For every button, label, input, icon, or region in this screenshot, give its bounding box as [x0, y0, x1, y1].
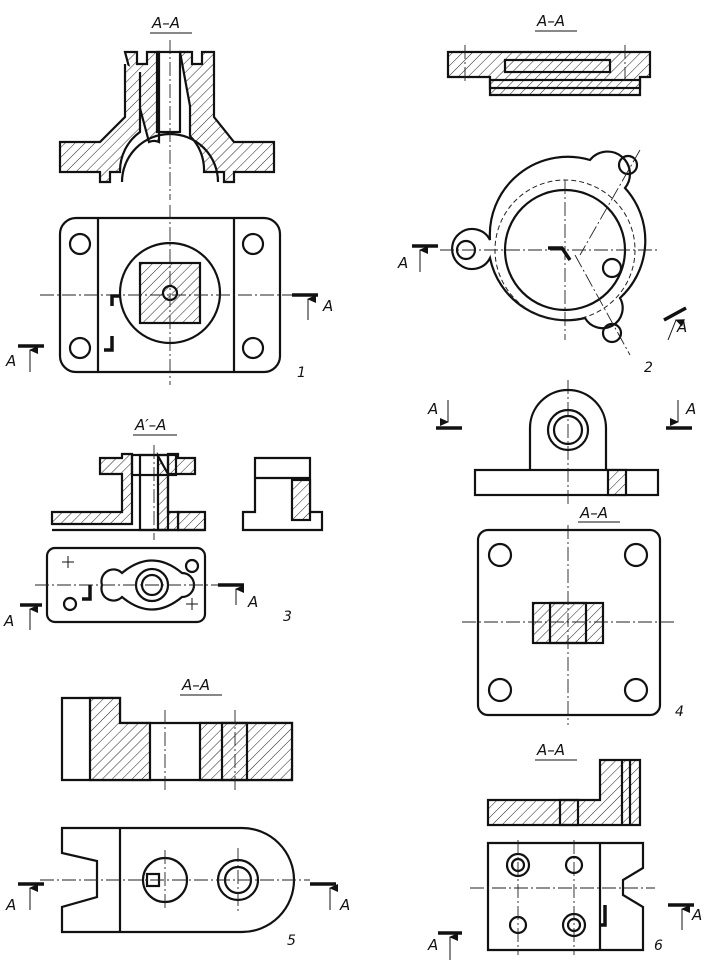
part-number-3: 3	[283, 609, 292, 625]
part-number-1: 1	[297, 365, 306, 381]
plan-view-1: A A 1	[5, 205, 333, 385]
cut-label-3b: A	[247, 593, 258, 611]
cut-label-6a: A	[427, 936, 438, 954]
cut-label-3a: A	[3, 612, 14, 630]
cut-label-2a: A	[397, 254, 408, 272]
section-view-5	[60, 696, 294, 790]
part-5: A–A A A 5	[5, 676, 350, 949]
part-3: A′–A A A 3	[3, 416, 324, 630]
section-title-6: A–A	[536, 741, 565, 759]
section-view-3	[50, 445, 324, 540]
plan-view-4: 4	[462, 525, 684, 725]
cut-label-1b: A	[322, 297, 333, 315]
section-title-4: A–A	[579, 504, 608, 522]
cut-label-4a: A	[427, 400, 438, 418]
cut-label-2b: A	[676, 318, 687, 336]
plan-view-5: A A 5	[5, 826, 350, 949]
section-view-6	[486, 758, 642, 827]
section-view-1	[58, 40, 276, 200]
front-view-4: A A	[427, 380, 696, 505]
part-4: A A A–A 4	[427, 380, 696, 725]
cut-label-5a: A	[5, 896, 16, 914]
part-number-4: 4	[675, 704, 684, 720]
plan-view-2: A A 2	[397, 149, 687, 376]
section-title-5: A–A	[181, 676, 210, 694]
part-number-2: 2	[644, 360, 653, 376]
section-title-3: A′–A	[134, 416, 166, 434]
cut-label-4b: A	[685, 400, 696, 418]
plan-view-6: A A 6	[427, 840, 702, 960]
cut-label-5b: A	[339, 896, 350, 914]
cut-label-6b: A	[691, 906, 702, 924]
part-number-6: 6	[654, 938, 663, 954]
part-2: A–A A A 2	[397, 12, 687, 376]
part-number-5: 5	[287, 933, 296, 949]
part-6: A–A A A 6	[427, 741, 702, 960]
section-title-1: A–A	[151, 14, 180, 32]
section-title-2: A–A	[536, 12, 565, 30]
section-view-2	[446, 45, 652, 97]
cut-label-1a: A	[5, 352, 16, 370]
plan-view-3: A A 3	[3, 546, 292, 630]
part-1: A–A A A 1	[5, 14, 333, 385]
